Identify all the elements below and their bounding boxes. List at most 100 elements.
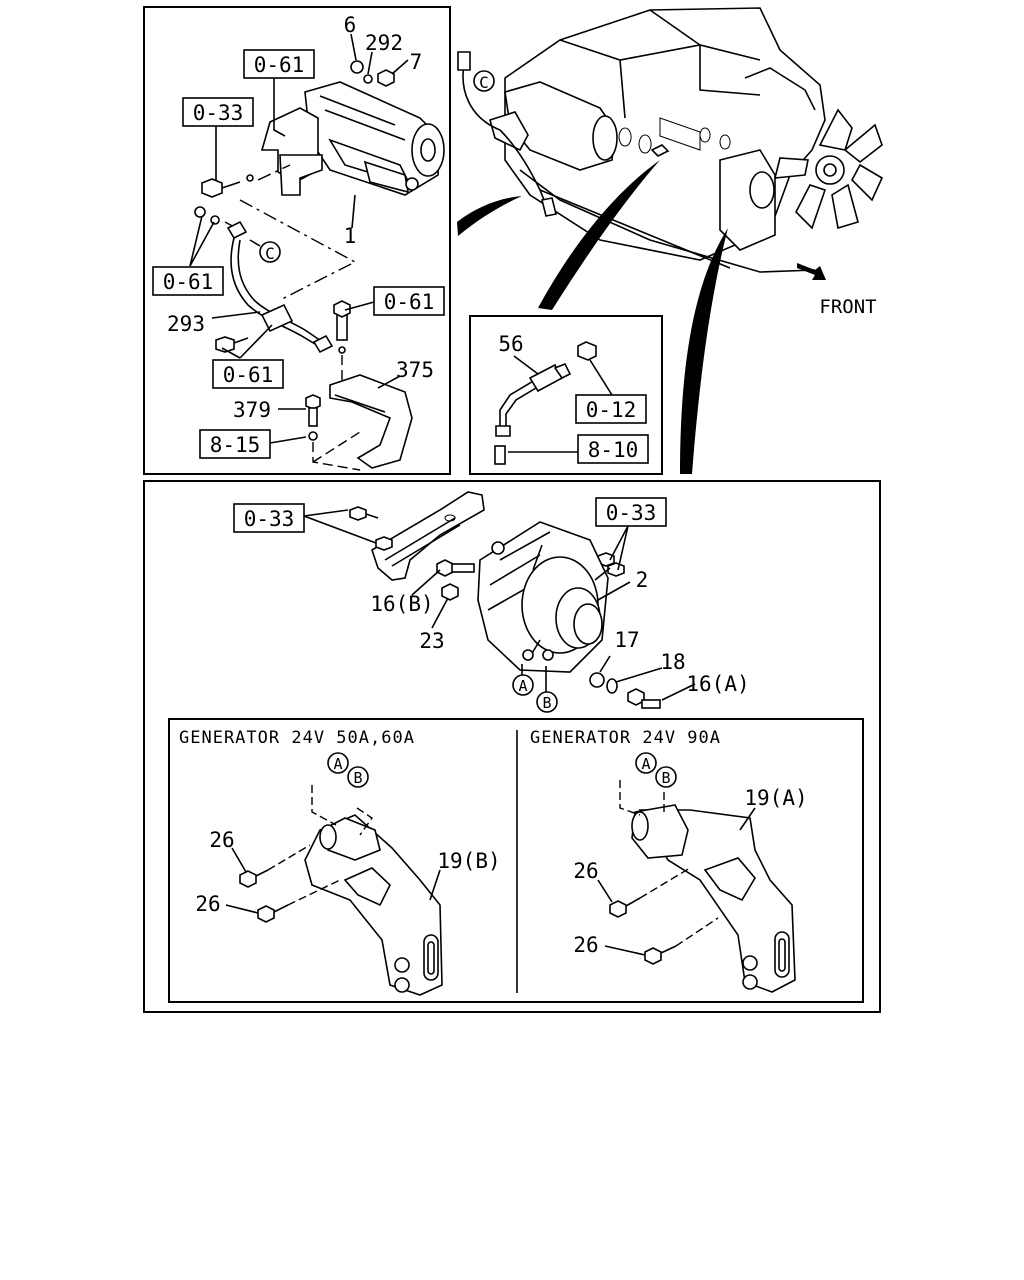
label-part-292: 292 [365, 31, 403, 55]
front-label: FRONT [819, 296, 876, 318]
starter-frame: C 6 292 7 1 293 375 379 0-61 0-33 0-61 0… [143, 6, 451, 475]
label-part-16b: 16(B) [370, 592, 433, 616]
nut-7 [377, 69, 395, 87]
engine-connector-c-letter: C [479, 73, 489, 92]
label-part-375: 375 [396, 358, 434, 382]
lock-washer [194, 206, 206, 218]
v1-marker-a [327, 752, 349, 774]
adjusting-bracket [371, 491, 485, 581]
bolt-0-33 [201, 174, 254, 198]
bolt-lower [215, 336, 235, 353]
v2-marker-a [635, 752, 657, 774]
washer-292 [363, 74, 373, 84]
engine-connector-c-marker [473, 70, 495, 92]
sensor-frame-border [469, 315, 663, 475]
bolt-379 [305, 394, 361, 471]
marker-a-letter: A [518, 677, 527, 695]
v2-marker-b-letter: B [661, 769, 670, 787]
terminal-8-10 [494, 445, 506, 465]
connector-c-letter: C [265, 244, 275, 263]
bracket-375 [329, 300, 413, 469]
ref-0-12: 0-12 [586, 398, 637, 422]
v2-label-26-lower: 26 [573, 933, 598, 957]
callout-arrow-sensor [538, 160, 660, 310]
sensor-location [650, 144, 670, 157]
cable-293 [226, 220, 334, 354]
alternator-2 [477, 521, 611, 673]
ref-box-8-15 [199, 429, 271, 459]
v1-label-26-upper: 26 [209, 828, 234, 852]
label-part-56: 56 [498, 332, 523, 356]
v2-marker-b [655, 766, 677, 788]
ref-box-0-61-left [152, 266, 224, 296]
marker-b [536, 691, 558, 713]
ref-8-15: 8-15 [210, 433, 261, 457]
variant-90a: GENERATOR 24V 90A A B 26 [530, 728, 808, 993]
bolt-26-lower-v2 [644, 947, 662, 965]
starter-frame-border [143, 6, 451, 475]
v2-label-26-upper: 26 [573, 859, 598, 883]
ref-0-33: 0-33 [193, 101, 244, 125]
v1-label-19b: 19(B) [437, 849, 500, 873]
ref-8-10: 8-10 [588, 438, 639, 462]
ref-box-0-33-right [595, 497, 667, 527]
label-part-18: 18 [660, 650, 685, 674]
ref-box-0-61-right [373, 286, 445, 316]
v2-marker-a-letter: A [641, 755, 650, 773]
label-part-23: 23 [419, 629, 444, 653]
callout-arrow-starter [457, 196, 522, 236]
ref-box-0-33 [182, 97, 254, 127]
marker-b-letter: B [542, 694, 551, 712]
cooling-fan [773, 108, 884, 230]
ref-0-33-left: 0-33 [244, 507, 295, 531]
ref-box-0-12 [575, 394, 647, 424]
bolt-16b [436, 559, 454, 577]
variant-1-caption: GENERATOR 24V 50A,60A [179, 728, 415, 748]
ref-box-0-61-bottom [212, 359, 284, 389]
ref-0-61-right: 0-61 [384, 290, 435, 314]
callout-arrow-generator [680, 228, 728, 474]
flat-washer [210, 215, 220, 225]
bolt-26-lower-v1 [257, 905, 275, 923]
starter-motor [260, 81, 445, 196]
connector-c-marker [259, 241, 281, 263]
v1-marker-b-letter: B [353, 769, 362, 787]
adapter-fitting [577, 341, 597, 361]
alignment-line [239, 199, 357, 301]
nut-23 [441, 583, 459, 601]
engine-overview: C FRONT [457, 7, 884, 474]
variants-frame-border [168, 718, 864, 1003]
ref-box-0-61-top [243, 49, 315, 79]
v1-marker-b [347, 766, 369, 788]
label-part-379: 379 [233, 398, 271, 422]
variant-2-caption: GENERATOR 24V 90A [530, 728, 721, 748]
label-part-6: 6 [344, 13, 357, 37]
label-part-7: 7 [410, 50, 423, 74]
bracket-19b [304, 814, 443, 996]
washer-6 [350, 60, 364, 74]
label-part-16a: 16(A) [686, 672, 749, 696]
sensor-frame: 56 0-12 8-10 [469, 315, 663, 475]
engine-alternator [719, 149, 776, 251]
bolt-26-upper-v1 [239, 870, 257, 888]
label-part-293: 293 [167, 312, 205, 336]
ref-box-8-10 [577, 434, 649, 464]
v1-marker-a-letter: A [333, 755, 342, 773]
ref-0-61-top: 0-61 [254, 53, 305, 77]
v2-label-19a: 19(A) [744, 786, 807, 810]
v1-label-26-lower: 26 [195, 892, 220, 916]
ref-0-61-bottom: 0-61 [223, 363, 274, 387]
front-arrow-icon [797, 263, 826, 280]
generator-frame-border [143, 480, 881, 1013]
ref-0-33-right: 0-33 [606, 501, 657, 525]
washer-18 [606, 678, 618, 694]
washer-17 [589, 672, 605, 688]
label-part-1: 1 [344, 224, 357, 248]
generator-frame: 0-33 0-33 2 16(B) 23 17 18 16(A) A B GEN… [143, 480, 881, 1013]
marker-a [512, 674, 534, 696]
bolt-26-upper-v2 [609, 900, 627, 918]
variant-50a-60a: GENERATOR 24V 50A,60A A B 26 [179, 728, 501, 996]
ref-box-0-33-left [233, 503, 305, 533]
ref-0-61-left: 0-61 [163, 270, 214, 294]
